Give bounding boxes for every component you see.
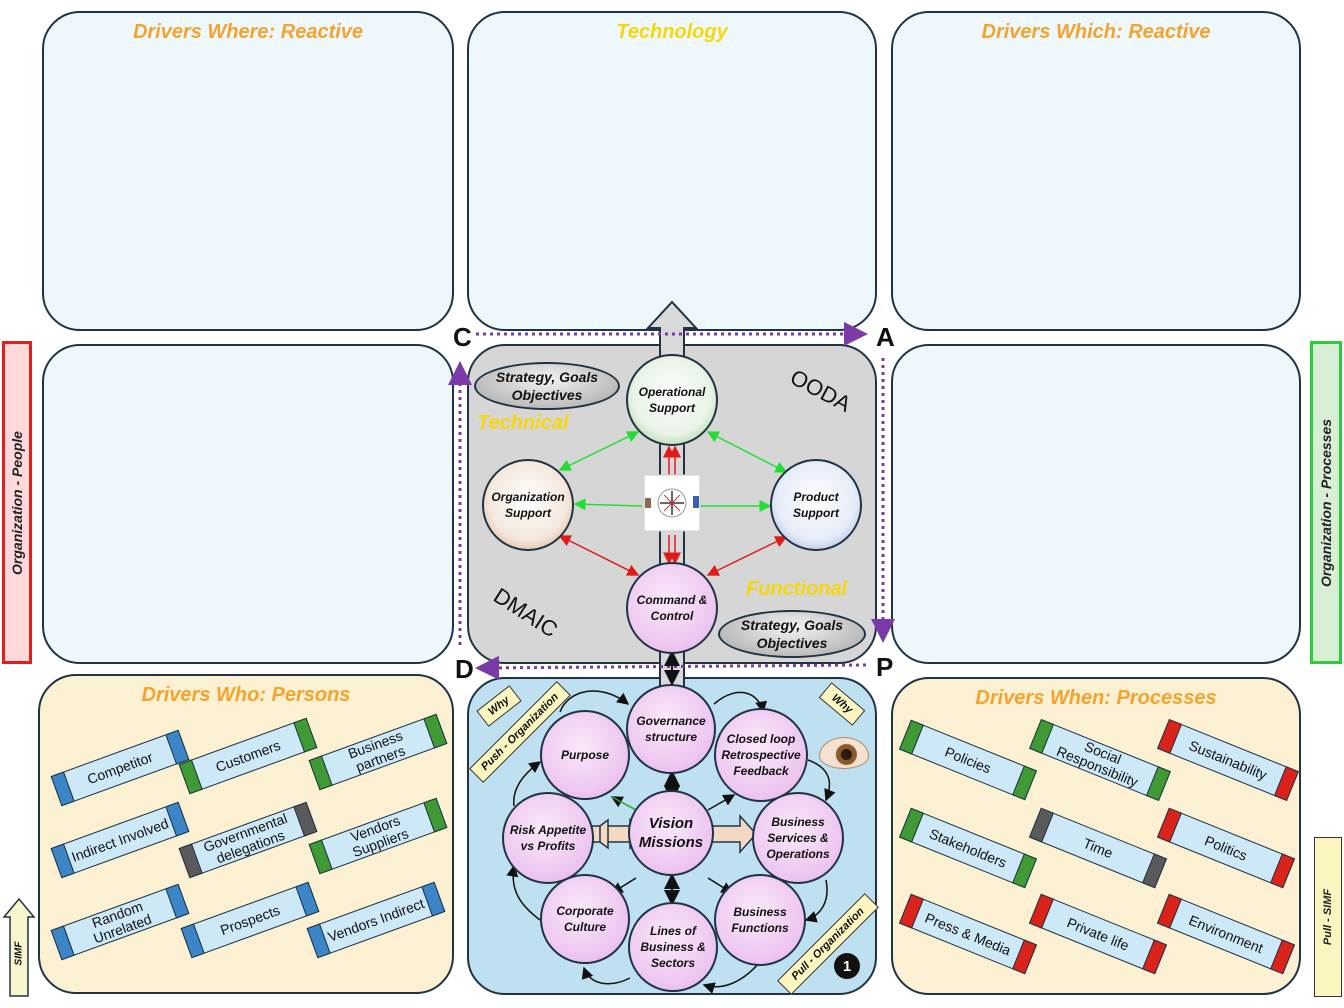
panel-title: Technology bbox=[616, 21, 728, 43]
pull-simf-label: Pull - SIMF bbox=[1322, 888, 1334, 946]
corner-p: P bbox=[876, 652, 894, 682]
panel-middle-left bbox=[42, 344, 454, 664]
panel-title: Drivers Which: Reactive bbox=[981, 21, 1211, 43]
strategy-goals-oval-top: Strategy, Goals Objectives bbox=[474, 362, 620, 410]
organization-processes-label: Organization - Processes bbox=[1318, 418, 1334, 587]
panel-title: Drivers Where: Reactive bbox=[132, 21, 364, 43]
risk-appetite-node: Risk Appetite vs Profits bbox=[502, 792, 594, 884]
organization-people-bar: Organization - People bbox=[2, 341, 32, 664]
panel-drivers-which: Drivers Which: Reactive bbox=[891, 11, 1301, 331]
closed-loop-feedback-node: Closed loop Retrospective Feedback bbox=[714, 708, 808, 802]
eye-icon bbox=[819, 737, 869, 769]
business-services-node: Business Services & Operations bbox=[752, 792, 844, 884]
panel-drivers-where: Drivers Where: Reactive bbox=[42, 11, 454, 331]
panel-middle-right bbox=[891, 344, 1301, 664]
panel-title: Drivers When: Processes bbox=[975, 687, 1217, 709]
lines-of-business-node: Lines of Business & Sectors bbox=[628, 902, 718, 992]
purpose-node: Purpose bbox=[540, 710, 630, 800]
corner-c: C bbox=[453, 322, 472, 352]
command-control-node: Command & Control bbox=[626, 562, 718, 654]
organization-processes-bar: Organization - Processes bbox=[1310, 341, 1342, 664]
simf-arrow-label: SIMF bbox=[13, 941, 25, 966]
governance-structure-node: Governance structure bbox=[626, 684, 716, 774]
panel-title: Drivers Who: Persons bbox=[141, 684, 351, 706]
product-support-node: Product Support bbox=[770, 459, 862, 551]
functional-label: Functional bbox=[746, 578, 848, 600]
pull-simf-box: Pull - SIMF bbox=[1314, 837, 1342, 997]
number-badge: 1 bbox=[834, 953, 860, 979]
strategy-goals-oval-bottom: Strategy, Goals Objectives bbox=[718, 610, 866, 658]
technical-label: Technical bbox=[477, 412, 569, 434]
corporate-culture-node: Corporate Culture bbox=[540, 874, 630, 964]
corner-a: A bbox=[876, 322, 895, 352]
organization-support-node: Organization Support bbox=[482, 459, 574, 551]
panel-technology: Technology bbox=[467, 11, 877, 331]
operational-support-node: Operational Support bbox=[626, 354, 718, 446]
business-functions-node: Business Functions bbox=[714, 874, 806, 966]
organization-people-label: Organization - People bbox=[9, 430, 25, 575]
corner-d: D bbox=[455, 654, 474, 684]
vision-missions-node: Vision Missions bbox=[628, 790, 714, 876]
